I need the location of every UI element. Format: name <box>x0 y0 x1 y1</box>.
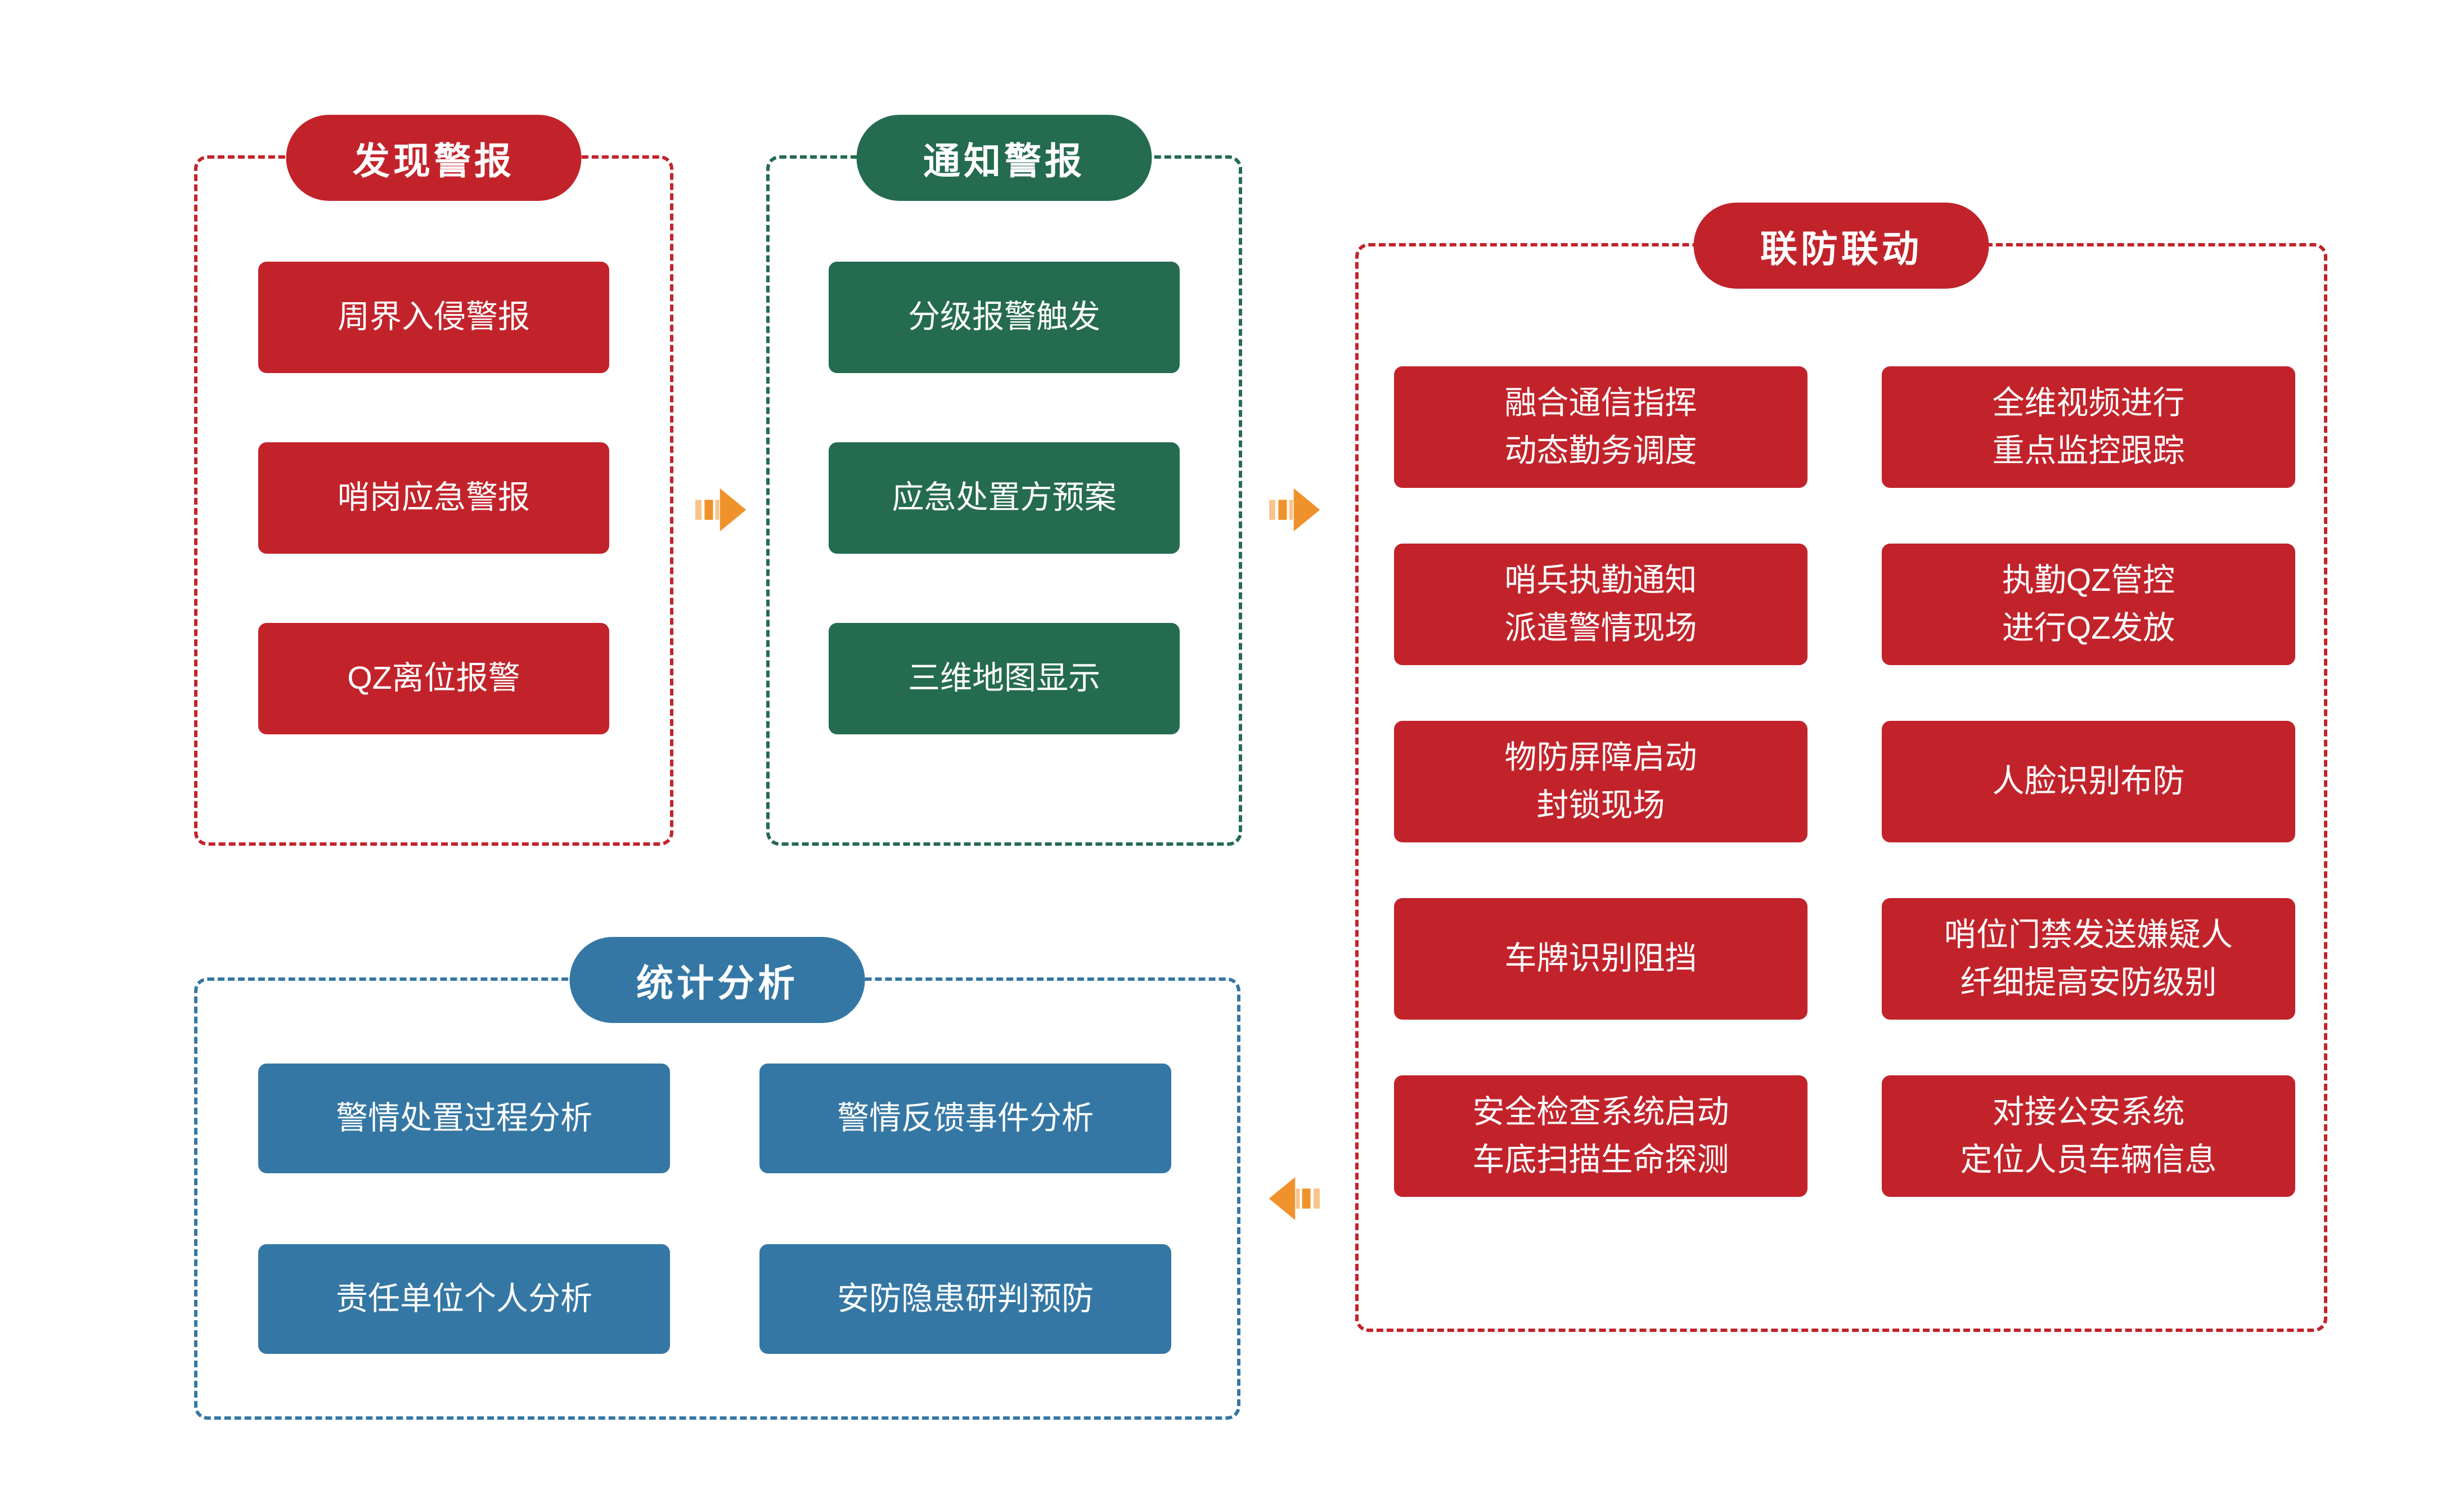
panel-joint-defense-title: 联防联动 <box>1760 227 1922 270</box>
stats-item-grid: 警情处置过程分析 警情反馈事件分析 责任单位个人分析 安防隐患研判预防 <box>197 981 1237 1354</box>
panel-stats-title-pill: 统计分析 <box>569 937 865 1023</box>
node-fused-comm-command-dispatch: 融合通信指挥 动态勤务调度 <box>1394 366 1807 488</box>
flow-arrow-right-icon <box>1269 486 1321 533</box>
node-perimeter-intrusion-alarm: 周界入侵警报 <box>258 262 609 373</box>
node-3d-map-display: 三维地图显示 <box>829 623 1180 734</box>
panel-joint-defense-title-pill: 联防联动 <box>1693 203 1989 289</box>
panel-notify-title: 通知警报 <box>923 140 1085 182</box>
panel-discover-title-pill: 发现警报 <box>286 115 582 201</box>
node-sentry-emergency-alarm: 哨岗应急警报 <box>258 442 609 554</box>
node-physical-barrier-lockdown: 物防屏障启动 封锁现场 <box>1394 721 1807 842</box>
panel-notify-alarm: 通知警报 分级报警触发 应急处置方预案 三维地图显示 <box>766 115 1242 846</box>
panel-discover-title: 发现警报 <box>353 140 515 182</box>
node-qz-off-position-alarm: QZ离位报警 <box>258 623 609 734</box>
joint-defense-item-grid: 融合通信指挥 动态勤务调度 全维视频进行 重点监控跟踪 哨兵执勤通知 派遣警情现… <box>1359 246 2324 1197</box>
node-police-system-locate-info: 对接公安系统 定位人员车辆信息 <box>1882 1075 2295 1197</box>
flow-arrow-left-icon <box>1267 1175 1320 1222</box>
node-plate-recognition-block: 车牌识别阻挡 <box>1394 898 1807 1020</box>
node-duty-qz-control-issue: 执勤QZ管控 进行QZ发放 <box>1882 544 2295 665</box>
panel-statistical-analysis: 统计分析 警情处置过程分析 警情反馈事件分析 责任单位个人分析 安防隐患研判预防 <box>194 937 1240 1420</box>
panel-joint-defense: 联防联动 融合通信指挥 动态勤务调度 全维视频进行 重点监控跟踪 哨兵执勤通知 … <box>1355 203 2327 1332</box>
notify-item-list: 分级报警触发 应急处置方预案 三维地图显示 <box>770 159 1239 734</box>
node-alarm-handling-process-analysis: 警情处置过程分析 <box>258 1064 670 1173</box>
node-security-check-underbody-scan: 安全检查系统启动 车底扫描生命探测 <box>1394 1075 1807 1197</box>
node-responsible-unit-person-analysis: 责任单位个人分析 <box>258 1244 670 1354</box>
node-sentry-duty-notify-dispatch: 哨兵执勤通知 派遣警情现场 <box>1394 544 1807 665</box>
panel-stats-title: 统计分析 <box>636 962 798 1004</box>
node-alarm-feedback-event-analysis: 警情反馈事件分析 <box>759 1064 1171 1173</box>
node-face-recognition-deployment: 人脸识别布防 <box>1882 721 2295 842</box>
discover-item-list: 周界入侵警报 哨岗应急警报 QZ离位报警 <box>197 159 670 734</box>
flow-arrow-right-icon <box>695 486 748 533</box>
node-omni-video-key-monitoring: 全维视频进行 重点监控跟踪 <box>1882 366 2295 488</box>
node-emergency-response-plan: 应急处置方预案 <box>829 442 1180 554</box>
panel-discover-alarm: 发现警报 周界入侵警报 哨岗应急警报 QZ离位报警 <box>194 115 673 846</box>
panel-notify-title-pill: 通知警报 <box>856 115 1152 201</box>
node-sentry-access-suspect-alert: 哨位门禁发送嫌疑人 纤细提高安防级别 <box>1882 898 2295 1020</box>
node-security-hazard-prediction: 安防隐患研判预防 <box>759 1244 1171 1354</box>
node-graded-alarm-trigger: 分级报警触发 <box>829 262 1180 373</box>
